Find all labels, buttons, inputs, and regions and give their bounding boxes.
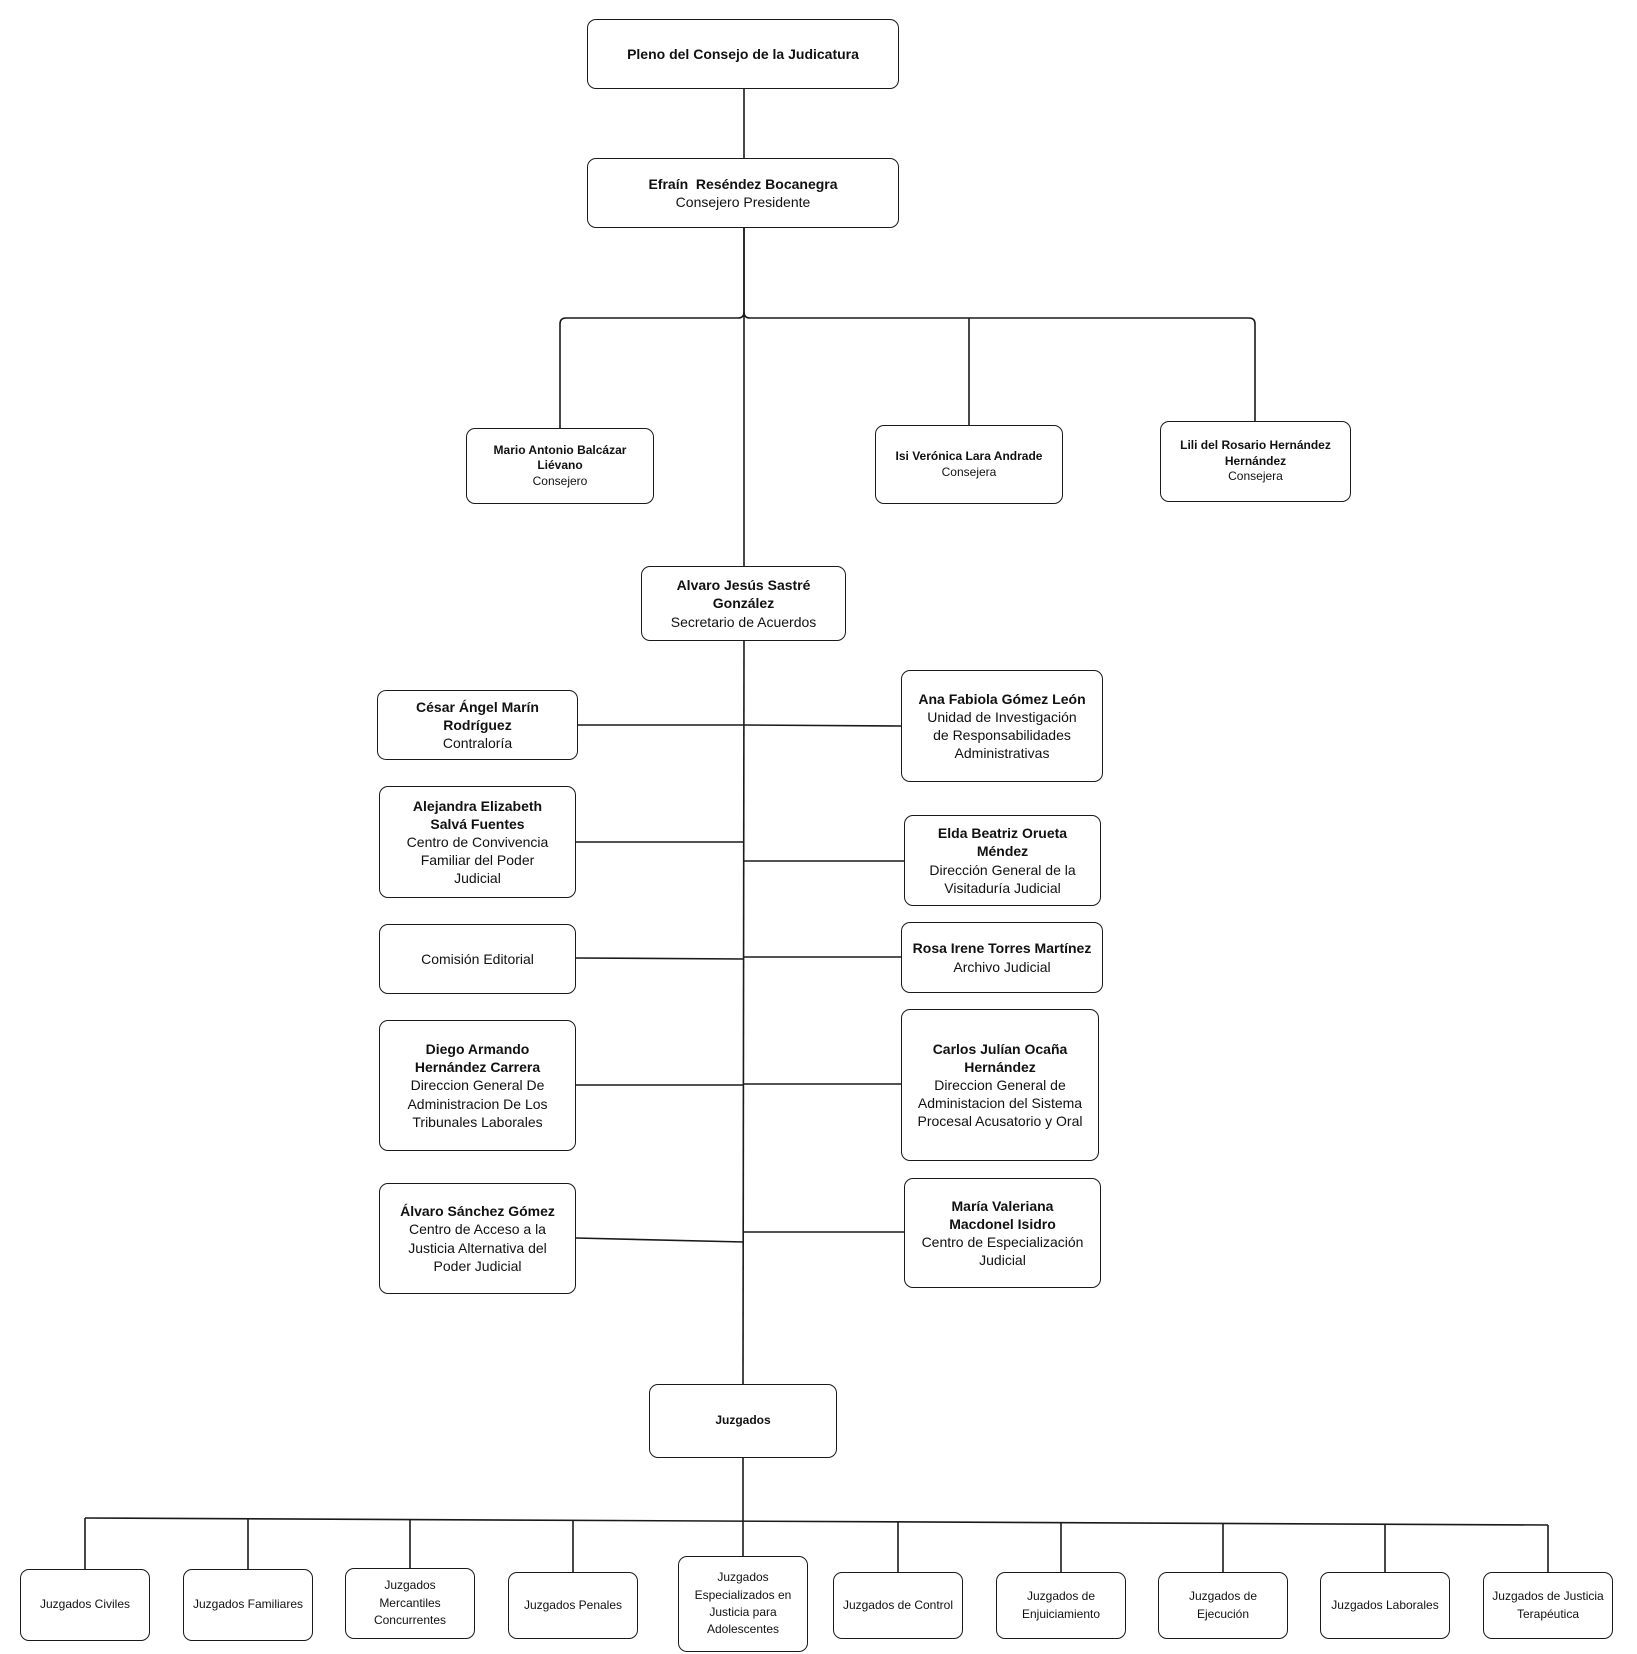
unit-role: Direccion General de Administacion del S… <box>917 1076 1083 1130</box>
pleno-title: Pleno del Consejo de la Judicatura <box>627 45 859 62</box>
connector-left-unit-3 <box>575 957 745 960</box>
unit-name: Carlos Julían Ocaña Hernández <box>932 1040 1068 1075</box>
pleno-box: Pleno del Consejo de la Judicatura <box>587 19 899 89</box>
unit-name: Ana Fabiola Gómez León <box>918 690 1086 707</box>
court-box-10: Juzgados de Justicia Terapéutica <box>1483 1572 1613 1639</box>
right-unit-box-2: Elda Beatriz Orueta Méndez Dirección Gen… <box>904 815 1101 906</box>
court-box-5: Juzgados Especializados en Justicia para… <box>678 1556 808 1652</box>
councilor-box-1: Mario Antonio Balcázar Liévano Consejero <box>466 428 654 504</box>
unit-role: Comisión Editorial <box>421 950 534 967</box>
councilor-role: Consejero <box>532 473 588 488</box>
unit-role: Centro de Convivencia Familiar del Poder… <box>406 833 549 887</box>
court-box-3: Juzgados Mercantiles Concurrentes <box>345 1568 475 1639</box>
court-label: Juzgados Penales <box>523 1597 623 1612</box>
councilor-box-3: Lili del Rosario Hernández Hernández Con… <box>1160 421 1351 502</box>
unit-role: Centro de Especialización Judicial <box>921 1234 1084 1269</box>
councilor-name: Isi Verónica Lara Andrade <box>895 448 1043 463</box>
councilor-name: Mario Antonio Balcázar Liévano <box>493 442 627 473</box>
left-unit-box-4: Diego Armando Hernández Carrera Direccio… <box>379 1020 576 1151</box>
left-unit-box-1: César Ángel Marín Rodríguez Contraloría <box>377 690 578 760</box>
court-label: Juzgados Civiles <box>39 1597 131 1612</box>
unit-name: Rosa Irene Torres Martínez <box>912 940 1092 957</box>
left-unit-box-3: Comisión Editorial <box>379 924 576 994</box>
court-box-9: Juzgados Laborales <box>1320 1572 1450 1639</box>
unit-role: Direccion General De Administracion De L… <box>407 1077 548 1130</box>
courts-box: Juzgados <box>649 1384 837 1458</box>
connector-right-unit-1 <box>743 724 902 727</box>
right-unit-box-1: Ana Fabiola Gómez León Unidad de Investi… <box>901 670 1103 782</box>
secretary-name: Alvaro Jesús Sastré González <box>676 577 811 612</box>
councilor-role: Consejera <box>1228 469 1283 484</box>
left-unit-box-5: Álvaro Sánchez Gómez Centro de Acceso a … <box>379 1183 576 1294</box>
right-unit-box-4: Carlos Julían Ocaña Hernández Direccion … <box>901 1009 1099 1161</box>
councilor-name: Lili del Rosario Hernández Hernández <box>1180 438 1331 468</box>
unit-name: Diego Armando Hernández Carrera <box>414 1041 541 1076</box>
court-label: Juzgados de Justicia Terapéutica <box>1492 1589 1604 1621</box>
unit-name: Elda Beatriz Orueta Méndez <box>937 825 1068 860</box>
unit-name: María Valeriana Macdonel Isidro <box>949 1197 1056 1232</box>
court-box-7: Juzgados de Enjuiciamiento <box>996 1572 1126 1639</box>
unit-role: Archivo Judicial <box>953 958 1051 975</box>
unit-name: Alejandra Elizabeth Salvá Fuentes <box>412 797 543 832</box>
right-unit-box-3: Rosa Irene Torres Martínez Archivo Judic… <box>901 922 1103 993</box>
councilor-role: Consejera <box>941 464 997 479</box>
court-box-2: Juzgados Familiares <box>183 1569 313 1641</box>
court-box-1: Juzgados Civiles <box>20 1569 150 1641</box>
court-label: Juzgados de Enjuiciamiento <box>1021 1589 1101 1621</box>
unit-name: César Ángel Marín Rodríguez <box>416 698 539 733</box>
secretary-box: Alvaro Jesús Sastré González Secretario … <box>641 566 846 641</box>
president-box: Efraín Reséndez Bocanegra Consejero Pres… <box>587 158 899 228</box>
court-label: Juzgados Mercantiles Concurrentes <box>373 1578 447 1628</box>
court-label: Juzgados de Control <box>842 1597 954 1612</box>
councilor-box-2: Isi Verónica Lara Andrade Consejera <box>875 425 1063 504</box>
president-name: Efraín Reséndez Bocanegra <box>648 175 838 192</box>
court-box-6: Juzgados de Control <box>833 1572 963 1639</box>
unit-name: Álvaro Sánchez Gómez <box>400 1203 555 1220</box>
connector-councilors-bus <box>743 228 1256 421</box>
secretary-role: Secretario de Acuerdos <box>670 613 817 630</box>
court-label: Juzgados de Ejecución <box>1188 1589 1258 1621</box>
right-unit-box-5: María Valeriana Macdonel Isidro Centro d… <box>904 1178 1101 1288</box>
connector-courts-bus <box>84 1517 1549 1526</box>
left-unit-box-2: Alejandra Elizabeth Salvá Fuentes Centro… <box>379 786 576 898</box>
connector-left-unit-5 <box>575 1237 745 1243</box>
unit-role: Unidad de Investigación de Responsabilid… <box>927 708 1077 762</box>
court-box-4: Juzgados Penales <box>508 1572 638 1639</box>
court-label: Juzgados Laborales <box>1331 1597 1439 1612</box>
connector-councilor-left <box>559 311 745 428</box>
court-label: Juzgados Familiares <box>192 1597 304 1612</box>
unit-role: Dirección General de la Visitaduría Judi… <box>929 861 1076 896</box>
unit-role: Centro de Acceso a la Justicia Alternati… <box>408 1221 547 1274</box>
courts-title: Juzgados <box>715 1413 771 1428</box>
unit-role: Contraloría <box>442 735 513 752</box>
court-label: Juzgados Especializados en Justicia para… <box>694 1570 792 1637</box>
connector-secretary-to-courts <box>742 640 745 1385</box>
president-role: Consejero Presidente <box>675 194 811 210</box>
court-box-8: Juzgados de Ejecución <box>1158 1572 1288 1639</box>
